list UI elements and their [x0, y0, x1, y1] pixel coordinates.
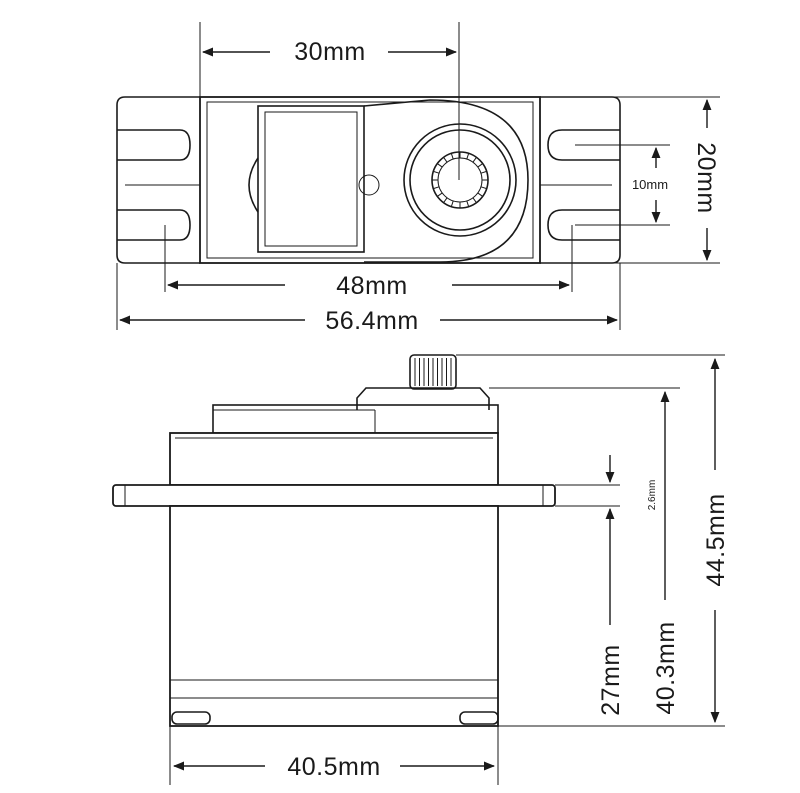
left-upper-slot — [117, 129, 191, 161]
spline-tooth — [433, 186, 440, 190]
spline-tooth — [480, 170, 487, 174]
label-window — [257, 105, 365, 253]
spline-tooth — [480, 186, 487, 190]
dim-30mm: 30mm — [294, 38, 365, 66]
servo-body-top — [199, 96, 541, 264]
spline-tooth — [433, 170, 440, 174]
dim-27mm: 27mm — [597, 644, 625, 715]
gear-housing — [363, 99, 529, 263]
upper-body — [169, 432, 499, 486]
output-gear-outer — [403, 123, 517, 237]
spline-tooth — [437, 163, 443, 168]
mounting-flange — [112, 484, 556, 507]
dim-40-3mm: 40.3mm — [652, 621, 680, 714]
spline-tooth — [472, 157, 477, 163]
dim-10mm: 10mm — [632, 177, 668, 192]
right-lower-slot — [547, 209, 620, 241]
spline-tooth — [443, 197, 448, 203]
spline-tooth — [466, 200, 470, 207]
side-output-spline — [409, 354, 457, 390]
spline-tooth — [466, 153, 470, 160]
dim-56-4mm: 56.4mm — [325, 307, 418, 335]
dim-40-5mm: 40.5mm — [287, 753, 380, 781]
lower-body — [169, 505, 499, 727]
right-mounting-ear — [540, 96, 621, 264]
spline-tooth — [450, 200, 454, 207]
left-mounting-ear — [116, 96, 200, 264]
dim-44-5mm: 44.5mm — [702, 493, 730, 586]
left-lower-slot — [117, 209, 191, 241]
spline-tooth — [477, 192, 483, 197]
spline-tooth — [450, 153, 454, 160]
spline-tooth — [477, 163, 483, 168]
spline-tooth — [472, 197, 477, 203]
right-upper-slot — [547, 129, 620, 161]
dim-2-6mm: 2.6mm — [647, 480, 658, 511]
dim-20mm: 20mm — [692, 142, 720, 213]
top-view: 30mm 20mm 10mm 48mm 56.4mm — [116, 22, 720, 335]
spline-tooth — [443, 157, 448, 163]
top-cap — [356, 387, 490, 410]
side-view: 2.6mm 27mm 40.3mm 44.5mm 40.5mm — [112, 354, 730, 785]
spline-tooth — [437, 192, 443, 197]
dim-48mm: 48mm — [336, 272, 407, 300]
